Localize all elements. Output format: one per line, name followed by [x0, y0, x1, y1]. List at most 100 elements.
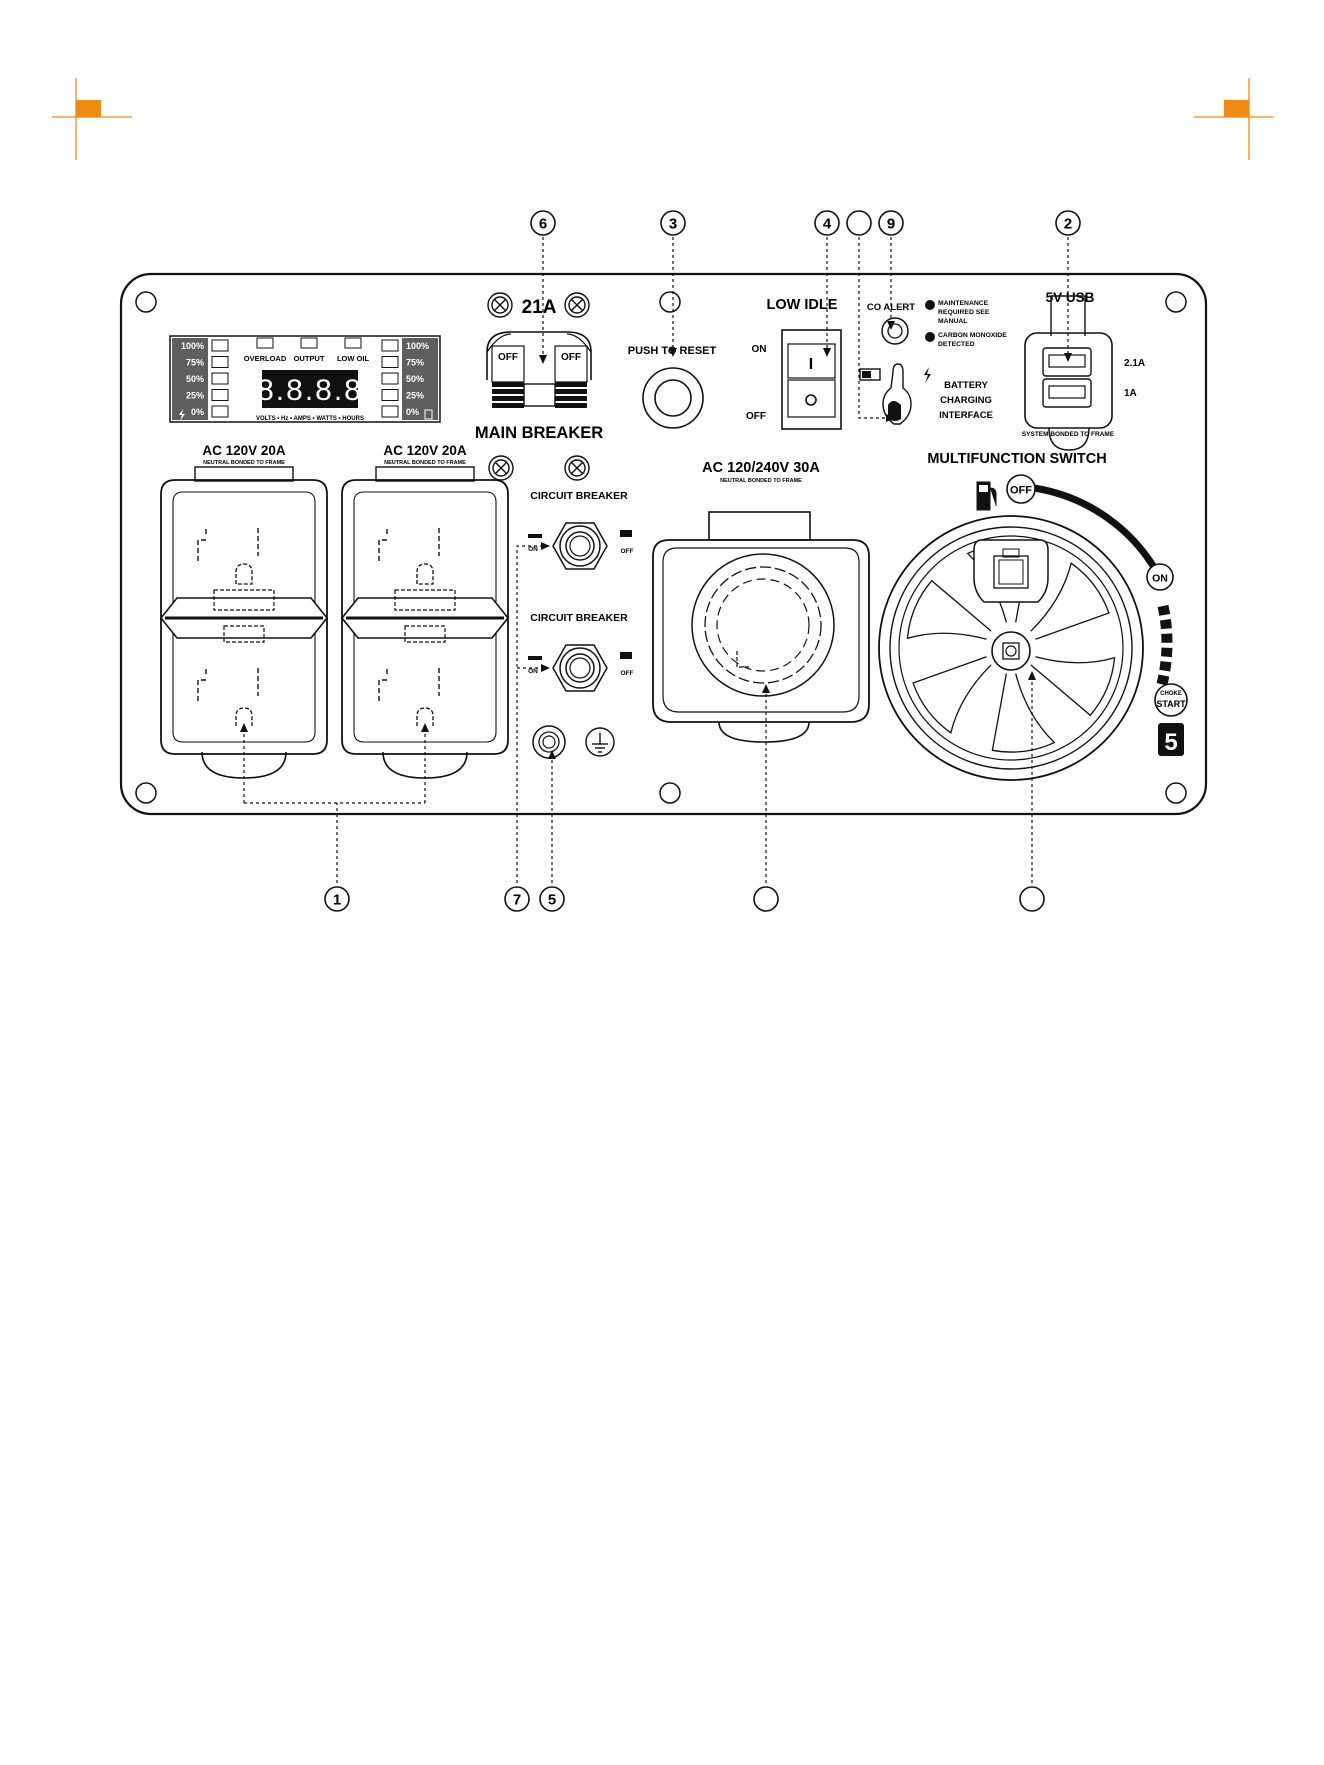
- left-level-label: 25%: [186, 391, 204, 401]
- callout-number: 9: [887, 216, 895, 233]
- low-idle-on: ON: [752, 344, 767, 355]
- breaker-off: OFF: [621, 670, 634, 677]
- big-outlet-neutral: NEUTRAL BONDED TO FRAME: [720, 478, 802, 484]
- left-level-label: 50%: [186, 374, 204, 384]
- callout-circle: [530, 210, 556, 236]
- callout-circle: [539, 886, 565, 912]
- crop-mark-left: [52, 78, 132, 160]
- ground-terminal[interactable]: [532, 725, 566, 759]
- outlet-label: AC 120V 20A: [202, 443, 286, 458]
- ground-symbol-icon: [585, 727, 615, 757]
- leader-lines: [243, 237, 1069, 883]
- low-idle-on-symbol: I: [809, 356, 813, 373]
- right-level-label: 25%: [406, 391, 424, 401]
- pull-start-icon: [1158, 723, 1184, 756]
- main-breaker-left-off: OFF: [498, 352, 518, 363]
- right-level-label: 50%: [406, 374, 424, 384]
- breaker-off: OFF: [621, 548, 634, 555]
- charge-bolt-icon: [924, 367, 931, 383]
- main-breaker-right-off: OFF: [561, 352, 581, 363]
- right-level-label: 0%: [406, 407, 419, 417]
- digit-readout: [262, 370, 358, 408]
- callout-circle: [660, 210, 686, 236]
- multifunction-switch[interactable]: MULTIFUNCTION SWITCH OFF ON CHOKE START …: [878, 451, 1188, 781]
- usb-ports[interactable]: 5V USB 2.1A 1A SYSTEM BONDED TO FRAME: [1022, 290, 1145, 451]
- callout-circle: [1019, 886, 1045, 912]
- digit-readout-text: 8.8.8.8: [257, 374, 363, 407]
- outlet-1[interactable]: AC 120V 20A NEUTRAL BONDED TO FRAME: [159, 443, 329, 779]
- callout-number: 5: [548, 892, 556, 909]
- callout-circle: [1055, 210, 1081, 236]
- usb-amp-1: 2.1A: [1124, 358, 1145, 369]
- main-breaker[interactable]: 21A OFF OFF MAIN BREAKER: [475, 292, 603, 442]
- battery-icon: [859, 368, 881, 381]
- switch-off: OFF: [1010, 485, 1032, 497]
- callout-circle: [814, 210, 840, 236]
- multifunction-label: MULTIFUNCTION SWITCH: [927, 451, 1106, 467]
- callout-circle: [878, 210, 904, 236]
- callout-number: 3: [669, 216, 677, 233]
- low-idle-label: LOW IDLE: [767, 297, 838, 313]
- twist-lock-outlet[interactable]: AC 120/240V 30A NEUTRAL BONDED TO FRAME: [652, 460, 870, 743]
- leader-arrows: [240, 321, 1072, 759]
- off-on-arc: [1033, 484, 1162, 576]
- left-level-column: [172, 338, 208, 420]
- right-level-label: 75%: [406, 358, 424, 368]
- charge-bolt-icon: [179, 409, 185, 421]
- on-start-arc: [1155, 604, 1173, 690]
- right-level-column: [402, 338, 438, 420]
- main-breaker-rating: 21A: [522, 297, 557, 318]
- left-level-label: 0%: [191, 407, 204, 417]
- usb-bonded: SYSTEM BONDED TO FRAME: [1022, 431, 1115, 438]
- screw-icon: [487, 292, 590, 318]
- indicator-overload: OVERLOAD: [244, 354, 287, 363]
- left-level-label: 100%: [181, 341, 204, 351]
- switch-start: START: [1156, 699, 1186, 709]
- crop-mark-right: [1194, 78, 1274, 160]
- callout-circle: [753, 886, 779, 912]
- breaker-on: ON: [528, 546, 538, 553]
- maintenance-indicator-icon: [925, 300, 935, 310]
- usb-amp-2: 1A: [1124, 388, 1137, 399]
- callout-circle: [324, 886, 350, 912]
- outlet-neutral: NEUTRAL BONDED TO FRAME: [384, 460, 466, 466]
- co-detected-indicator-icon: [925, 332, 935, 342]
- digital-display: 100% 75% 50% 25% 0% 100% 75% 50% 25% 0% OVERLOAD…: [169, 335, 441, 423]
- outlet-neutral: NEUTRAL BONDED TO FRAME: [203, 460, 285, 466]
- main-breaker-label: MAIN BREAKER: [475, 424, 603, 442]
- callout-circle: [846, 210, 872, 236]
- callout-number: 7: [513, 892, 521, 909]
- big-outlet-label: AC 120/240V 30A: [702, 460, 820, 476]
- display-modes: VOLTS • Hz • AMPS • WATTS • HOURS: [256, 416, 364, 422]
- right-level-label: 100%: [406, 341, 429, 351]
- co-reset-button[interactable]: PUSH TO RESET: [628, 345, 717, 429]
- panel-frame: [119, 272, 1208, 816]
- callout-markers: 6 3 4 9 2 1 7 5: [324, 210, 1081, 912]
- switch-choke: CHOKE: [1160, 691, 1182, 697]
- callout-number: 1: [333, 892, 341, 909]
- fuel-can-icon: [424, 409, 433, 420]
- callout-number: 6: [539, 216, 547, 233]
- callout-number: 4: [823, 216, 832, 233]
- callout-number: 2: [1064, 216, 1072, 233]
- low-idle-off: OFF: [746, 411, 766, 422]
- co-alert-label: CO ALERT: [867, 302, 915, 313]
- indicator-low-oil: LOW OIL: [337, 354, 369, 363]
- circuit-breaker-screws: [488, 455, 590, 481]
- low-idle-switch[interactable]: LOW IDLE ON OFF I: [746, 297, 842, 430]
- breaker-on: ON: [528, 668, 538, 675]
- svg-text:5: 5: [1164, 729, 1177, 756]
- left-level-label: 75%: [186, 358, 204, 368]
- mounting-screws: [135, 291, 1187, 804]
- low-idle-off-symbol: [805, 394, 817, 406]
